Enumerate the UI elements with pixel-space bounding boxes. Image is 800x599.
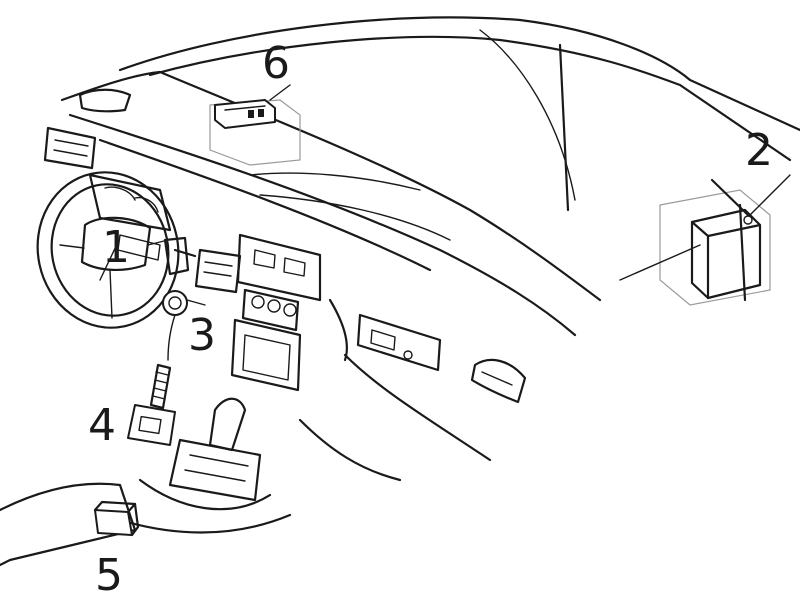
- component-5-box: [93, 500, 140, 537]
- component-6-unit: [209, 84, 301, 166]
- left-vent: [43, 126, 97, 170]
- callout-6: 6: [262, 38, 290, 89]
- windshield-outline: [118, 16, 800, 212]
- gear-console: [118, 397, 402, 534]
- callout-1: 1: [102, 222, 130, 273]
- armrest: [0, 482, 137, 567]
- component-4-key: [127, 363, 176, 446]
- dashboard-top: [60, 70, 602, 337]
- stalk-switches: [163, 236, 197, 276]
- callout-4: 4: [88, 400, 116, 451]
- callout-3: 3: [188, 310, 216, 361]
- passenger-dash: [328, 298, 527, 462]
- callout-2: 2: [745, 125, 773, 176]
- component-3-switch: [162, 290, 206, 361]
- component-1: [99, 234, 161, 281]
- component-2-module: [619, 174, 791, 306]
- center-stack: [194, 233, 322, 392]
- callout-5: 5: [95, 550, 123, 599]
- instrument-cluster: [88, 173, 172, 232]
